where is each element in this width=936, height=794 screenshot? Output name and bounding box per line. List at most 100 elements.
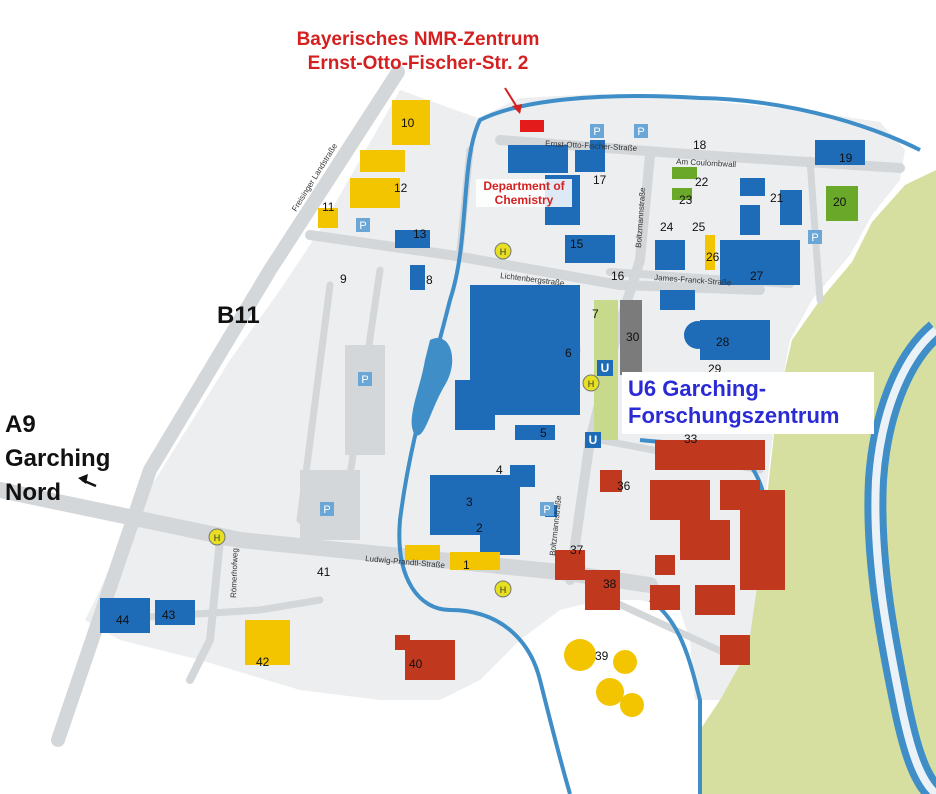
building-28-dome xyxy=(684,321,712,349)
bus-stop-icon[interactable] xyxy=(208,528,226,546)
building-number-4[interactable]: 4 xyxy=(496,463,503,477)
building-number-15[interactable]: 15 xyxy=(570,237,584,251)
parking-icon-label: P xyxy=(543,504,550,516)
building-number-33[interactable]: 33 xyxy=(684,432,698,446)
bus-stop-label: H xyxy=(214,533,221,543)
nmr-arrow-head xyxy=(512,104,522,114)
nmr-center-building[interactable] xyxy=(520,120,544,132)
green-buildings xyxy=(672,167,858,221)
building-number-13[interactable]: 13 xyxy=(413,227,427,241)
nmr-center-address: Ernst-Otto-Fischer-Str. 2 xyxy=(307,53,529,74)
inner-road-7 xyxy=(96,596,324,624)
building-number-12[interactable]: 12 xyxy=(394,181,408,195)
parking-icon xyxy=(540,502,554,516)
blue-buildings xyxy=(100,140,865,633)
building-number-19[interactable]: 19 xyxy=(839,151,853,165)
bus-stop-icon[interactable] xyxy=(494,242,512,260)
parking-lot-b xyxy=(345,345,385,455)
ubahn-icon[interactable] xyxy=(597,360,613,376)
building-number-30[interactable]: 30 xyxy=(626,330,640,344)
building-number-17[interactable]: 17 xyxy=(593,173,607,187)
red-buildings xyxy=(395,440,785,680)
building-number-20[interactable]: 20 xyxy=(833,195,847,209)
a9-label-line3: Nord xyxy=(5,479,61,506)
ubahn-icon-label: U xyxy=(589,433,598,447)
chemistry-department-label: Department of Chemistry xyxy=(476,179,572,207)
building-number-28[interactable]: 28 xyxy=(716,335,730,349)
building-number-21[interactable]: 21 xyxy=(770,191,784,205)
bus-stop-label: H xyxy=(500,247,507,257)
street-label-boltzmann-upper: Boltzmannstraße xyxy=(634,187,647,248)
building-30-gray xyxy=(620,300,642,375)
bus-stop-icon[interactable] xyxy=(582,374,600,392)
parking-signs: P P P P P P P xyxy=(320,124,822,516)
ubahn-icon-label: U xyxy=(601,361,610,375)
parking-icon-label: P xyxy=(593,126,600,138)
lichtenberg-road xyxy=(305,230,765,295)
b11-road-label: B11 xyxy=(217,302,260,329)
a9-label-line1: A9 xyxy=(5,411,36,438)
street-label-coulombwall: Am Coulombwall xyxy=(676,157,737,169)
roemerhof-road xyxy=(186,536,224,684)
building-number-2[interactable]: 2 xyxy=(476,521,483,535)
parking-icon xyxy=(590,124,604,138)
building-number-24[interactable]: 24 xyxy=(660,220,674,234)
yellow-buildings xyxy=(245,100,715,717)
building-number-22[interactable]: 22 xyxy=(695,175,709,189)
building-number-26[interactable]: 26 xyxy=(706,250,720,264)
building-number-40[interactable]: 40 xyxy=(409,657,423,671)
parking-icon-label: P xyxy=(361,374,368,386)
building-number-43[interactable]: 43 xyxy=(162,608,176,622)
building-number-37[interactable]: 37 xyxy=(570,543,584,557)
chemistry-label-line1: Department of xyxy=(483,179,565,193)
ludwig-prandtl-road xyxy=(215,535,565,580)
u6-label-box xyxy=(622,372,874,434)
bus-stop-label: H xyxy=(588,379,595,389)
building-number-27[interactable]: 27 xyxy=(750,269,764,283)
building-number-41[interactable]: 41 xyxy=(317,565,331,579)
canal-lake xyxy=(411,338,453,436)
building-number-23[interactable]: 23 xyxy=(679,193,693,207)
building-number-1[interactable]: 1 xyxy=(463,558,470,572)
street-label-roemerhof: Römerhofweg xyxy=(229,548,240,598)
u6-station-name-line2: Forschungszentrum xyxy=(628,403,840,428)
building-number-38[interactable]: 38 xyxy=(603,577,617,591)
building-number-44[interactable]: 44 xyxy=(116,613,130,627)
building-number-25[interactable]: 25 xyxy=(692,220,706,234)
parking-icon-label: P xyxy=(637,126,644,138)
building-number-11[interactable]: 11 xyxy=(322,200,335,214)
chemistry-label-line2: Chemistry xyxy=(494,193,554,207)
building-number-8[interactable]: 8 xyxy=(426,273,433,287)
bus-stop-label: H xyxy=(500,585,507,595)
building-number-16[interactable]: 16 xyxy=(611,269,625,283)
building-number-18[interactable]: 18 xyxy=(693,138,707,152)
building-number-42[interactable]: 42 xyxy=(256,655,270,669)
building-number-36[interactable]: 36 xyxy=(617,479,631,493)
building-number-6[interactable]: 6 xyxy=(565,346,572,360)
parking-icon-label: P xyxy=(323,504,330,516)
parking-icon xyxy=(358,372,372,386)
parking-icon xyxy=(808,230,822,244)
canal xyxy=(397,94,921,794)
parking-icon xyxy=(320,502,334,516)
parking-icon xyxy=(634,124,648,138)
bus-stop-icon[interactable] xyxy=(494,580,512,598)
ubahn-signs: U U xyxy=(585,360,613,448)
parking-icon xyxy=(356,218,370,232)
u6-station-name-line1: U6 Garching- xyxy=(628,376,767,401)
building-numbers: 10 12 11 13 9 8 15 16 17 18 19 20 21 22 … xyxy=(116,116,853,671)
a9-label-line2: Garching xyxy=(5,445,111,472)
ubahn-icon[interactable] xyxy=(585,432,601,448)
building-number-7[interactable]: 7 xyxy=(592,307,599,321)
building-number-10[interactable]: 10 xyxy=(401,116,415,130)
building-number-39[interactable]: 39 xyxy=(595,649,609,663)
a9-arrow-head xyxy=(78,474,88,484)
bus-stops: H H H H xyxy=(208,242,600,598)
building-number-9[interactable]: 9 xyxy=(340,272,347,286)
parking-icon-label: P xyxy=(811,232,818,244)
parking-icon-label: P xyxy=(359,220,366,232)
building-number-5[interactable]: 5 xyxy=(540,426,547,440)
freisinger-road xyxy=(285,100,380,245)
building-number-3[interactable]: 3 xyxy=(466,495,473,509)
